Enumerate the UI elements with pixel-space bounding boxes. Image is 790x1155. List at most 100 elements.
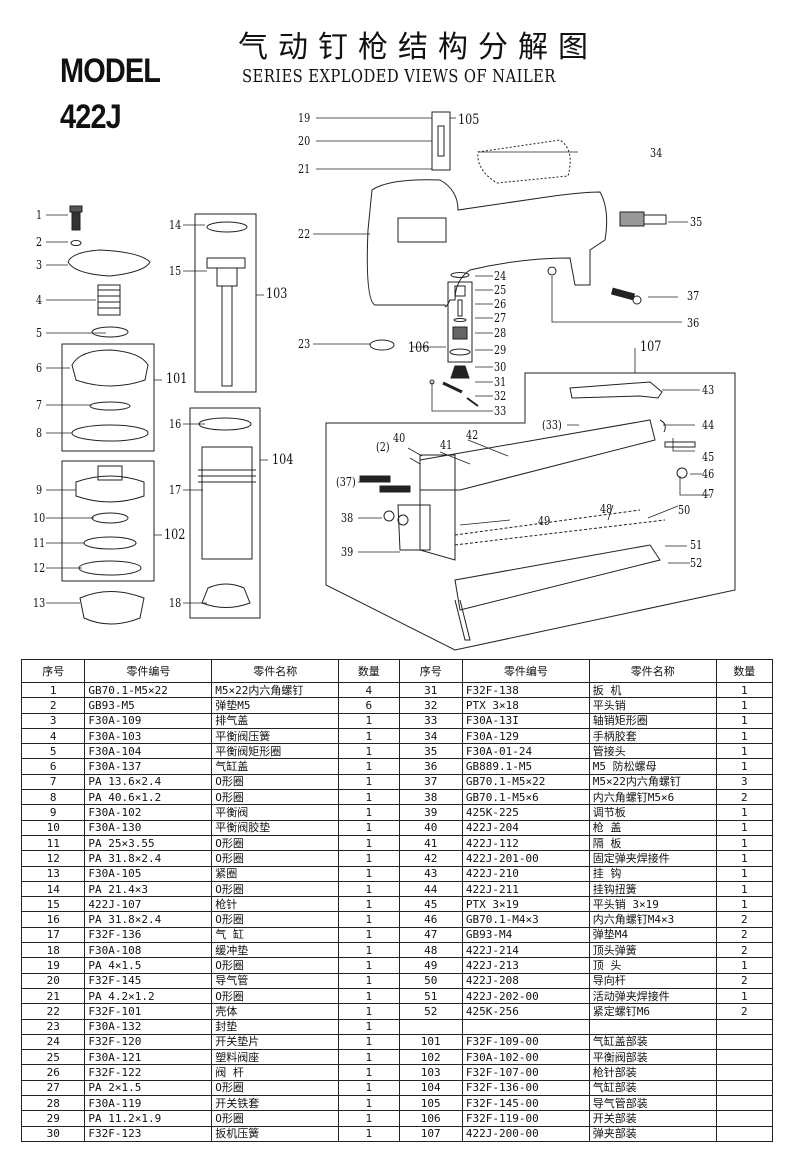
cell-qty-right bbox=[715, 1033, 774, 1051]
model-label-text: MODEL bbox=[60, 52, 161, 90]
assembly-box-106 bbox=[447, 281, 473, 363]
title-chinese: 气动钉枪结构分解图 bbox=[238, 30, 598, 65]
part-switch-washer-24 bbox=[450, 272, 470, 278]
cell-part-name-left: O形圈 bbox=[211, 834, 340, 852]
part-gun-cover-40 bbox=[419, 454, 456, 561]
callout-40: 40 bbox=[393, 431, 406, 445]
cell-no-left: 23 bbox=[20, 1018, 86, 1035]
cell-part-name-left: 排气盖 bbox=[211, 712, 340, 729]
cell-no-left: 7 bbox=[20, 773, 86, 791]
cell-part-name-right: 平头销 3×19 bbox=[588, 896, 717, 913]
cell-qty-left: 1 bbox=[338, 942, 400, 959]
cell-part-code-right: PTX 3×19 bbox=[461, 896, 590, 913]
part-adjust-plate-39 bbox=[397, 504, 431, 551]
cell-part-code-right: F32F-109-00 bbox=[461, 1033, 590, 1051]
cell-qty-left: 1 bbox=[338, 1003, 400, 1020]
callout-50: 50 bbox=[678, 503, 691, 517]
cell-no-right: 42 bbox=[398, 850, 463, 867]
cell-part-code-right: 422J-210 bbox=[461, 865, 590, 882]
cell-part-code-left: F30A-119 bbox=[84, 1095, 213, 1112]
cell-part-code-right bbox=[461, 1018, 590, 1035]
cell-part-name-left: O形圈 bbox=[211, 911, 340, 928]
cell-no-left: 11 bbox=[20, 834, 86, 852]
cell-qty-left: 1 bbox=[338, 1125, 400, 1142]
callout-15: 15 bbox=[169, 264, 182, 278]
cell-part-code-right: 422J-201-00 bbox=[461, 850, 590, 867]
header-part-name-left: 零件名称 bbox=[211, 659, 340, 683]
cell-part-code-right: GB70.1-M5×6 bbox=[461, 789, 590, 806]
cell-part-name-left: 气缸盖 bbox=[211, 758, 340, 775]
cell-part-code-left: F32F-136 bbox=[84, 926, 213, 944]
part-valve-pad-10 bbox=[91, 512, 129, 524]
cell-part-name-right: 手柄胶套 bbox=[588, 727, 717, 745]
part-oring-8 bbox=[71, 424, 149, 442]
part-body-window bbox=[397, 217, 447, 243]
part-screws-37-38 bbox=[359, 475, 411, 526]
part-balance-valve-9 bbox=[75, 465, 145, 503]
cell-no-left: 27 bbox=[20, 1079, 86, 1097]
part-switch-sleeve-28 bbox=[452, 326, 468, 340]
cell-qty-left: 1 bbox=[338, 880, 400, 898]
callout-28: 28 bbox=[494, 326, 507, 340]
cell-qty-right: 1 bbox=[715, 865, 774, 882]
cell-part-code-right: 422J-213 bbox=[461, 957, 590, 974]
cell-part-name-right: M5×22内六角螺钉 bbox=[588, 773, 717, 791]
callout-31: 31 bbox=[494, 375, 507, 389]
cell-part-code-left: PA 4.2×1.2 bbox=[84, 987, 213, 1005]
cell-qty-right: 2 bbox=[715, 911, 774, 928]
cell-part-code-right: GB70.1-M4×3 bbox=[461, 911, 590, 928]
assembly-box-104 bbox=[189, 407, 261, 619]
callout-104: 104 bbox=[272, 452, 294, 468]
header-part-code-right: 零件编号 bbox=[461, 659, 590, 683]
cell-qty-left: 1 bbox=[338, 1064, 400, 1081]
cell-no-left: 14 bbox=[20, 880, 86, 898]
cell-part-code-left: F30A-104 bbox=[84, 743, 213, 760]
callout-26: 26 bbox=[494, 297, 507, 311]
cell-qty-right bbox=[715, 1018, 774, 1035]
cell-no-left: 17 bbox=[20, 926, 86, 944]
part-valve-seat-25 bbox=[454, 285, 466, 297]
cell-qty-right: 2 bbox=[715, 789, 774, 806]
cell-part-code-right: F32F-136-00 bbox=[461, 1079, 590, 1097]
part-bumper-18 bbox=[201, 583, 251, 608]
cell-part-name-left: 扳机压簧 bbox=[211, 1125, 340, 1142]
part-tight-ring-13 bbox=[79, 591, 145, 625]
callout-44: 44 bbox=[702, 418, 715, 432]
cell-part-name-left: 阀 杆 bbox=[211, 1064, 340, 1081]
cell-part-name-right: 内六角螺钉M5×6 bbox=[588, 789, 717, 806]
cell-part-code-right: F32F-119-00 bbox=[461, 1110, 590, 1127]
cell-qty-left: 1 bbox=[338, 727, 400, 745]
cell-no-left: 12 bbox=[20, 850, 86, 867]
cell-part-name-right: 枪 盖 bbox=[588, 819, 717, 836]
cell-no-left: 22 bbox=[20, 1003, 86, 1020]
part-seal-23 bbox=[369, 339, 395, 351]
cell-part-code-right: 422J-200-00 bbox=[461, 1125, 590, 1142]
cell-qty-left: 1 bbox=[338, 972, 400, 989]
cell-part-code-left: F32F-123 bbox=[84, 1125, 213, 1142]
part-oring-11 bbox=[83, 536, 137, 550]
cell-no-right: 34 bbox=[398, 727, 463, 745]
cell-part-code-right: F30A-102-00 bbox=[461, 1049, 590, 1066]
callout-37-ref: (37) bbox=[336, 475, 356, 489]
cell-qty-left: 1 bbox=[338, 1079, 400, 1097]
cell-no-right: 101 bbox=[398, 1033, 463, 1051]
callout-21: 21 bbox=[298, 162, 311, 176]
cell-qty-right: 2 bbox=[715, 1003, 774, 1020]
cell-part-code-right: PTX 3×18 bbox=[461, 697, 590, 714]
